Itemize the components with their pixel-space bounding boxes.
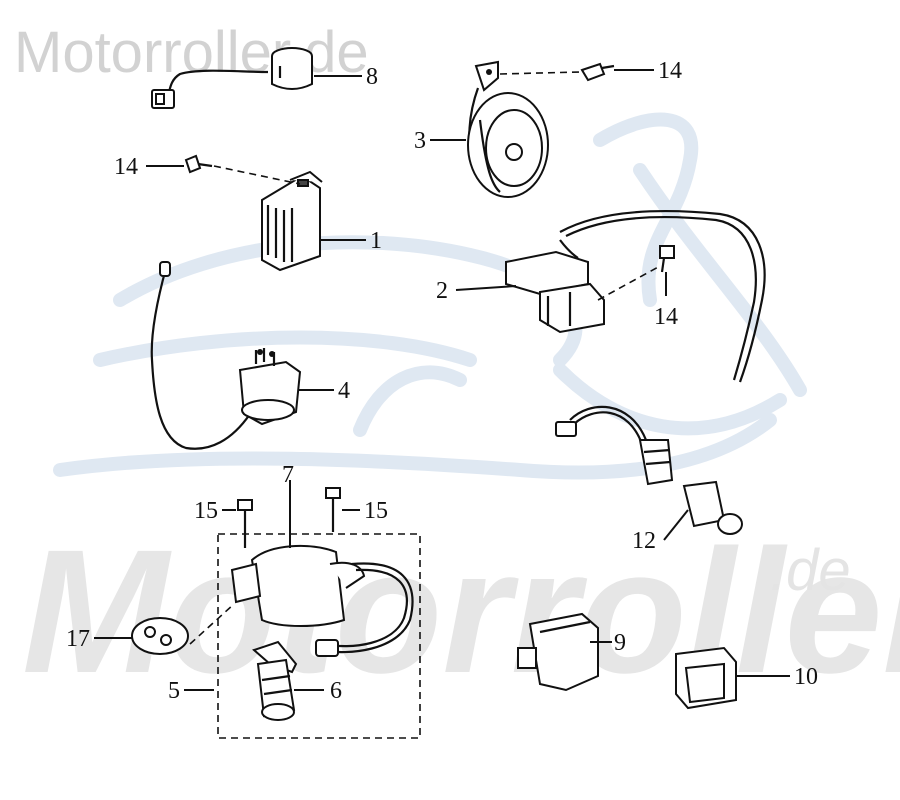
part-brake-light-switch xyxy=(555,405,743,535)
watermark-big-text: Motorroller xyxy=(22,514,900,710)
part-rubber-boot xyxy=(675,646,737,710)
part-bolt-upper xyxy=(580,62,615,82)
part-bolt-15-right xyxy=(325,487,341,532)
part-spark-plug-cap xyxy=(252,640,298,721)
callout-15-right: 15 xyxy=(364,498,388,524)
callout-1: 1 xyxy=(370,228,382,254)
callout-17: 17 xyxy=(66,626,90,652)
callout-5: 5 xyxy=(168,678,180,704)
callout-14-top: 14 xyxy=(658,58,682,84)
callout-14-right: 14 xyxy=(654,304,678,330)
part-flasher-relay xyxy=(151,47,313,109)
part-horn xyxy=(467,60,549,198)
callout-12: 12 xyxy=(632,528,656,554)
part-cdi-unit xyxy=(517,612,599,692)
part-bolt-left xyxy=(184,154,213,174)
callout-3: 3 xyxy=(414,128,426,154)
callout-2: 2 xyxy=(436,278,448,304)
watermark-scooter-graphic xyxy=(53,112,807,480)
part-nut-plate xyxy=(131,617,189,655)
part-ignition-coil xyxy=(230,544,414,657)
callout-6: 6 xyxy=(330,678,342,704)
callout-10: 10 xyxy=(794,664,818,690)
part-regulator xyxy=(261,170,323,272)
assembly-dashes xyxy=(189,71,661,645)
callout-7: 7 xyxy=(282,462,294,488)
part-bolt-right xyxy=(659,245,675,273)
part-relay xyxy=(150,261,302,450)
part-bolt-15-left xyxy=(237,499,253,548)
callout-14-left: 14 xyxy=(114,154,138,180)
callout-4: 4 xyxy=(338,378,350,404)
watermark-suffix-text: .de xyxy=(770,538,851,603)
callout-15-left: 15 xyxy=(194,498,218,524)
part-wire-harness xyxy=(505,209,766,383)
leader-lines xyxy=(94,69,790,691)
callout-9: 9 xyxy=(614,630,626,656)
callout-labels: 8 14 3 14 1 2 14 4 7 15 15 12 17 5 6 9 1… xyxy=(66,58,818,704)
callout-8: 8 xyxy=(366,64,378,90)
assembly-frame-part-5 xyxy=(217,533,421,739)
